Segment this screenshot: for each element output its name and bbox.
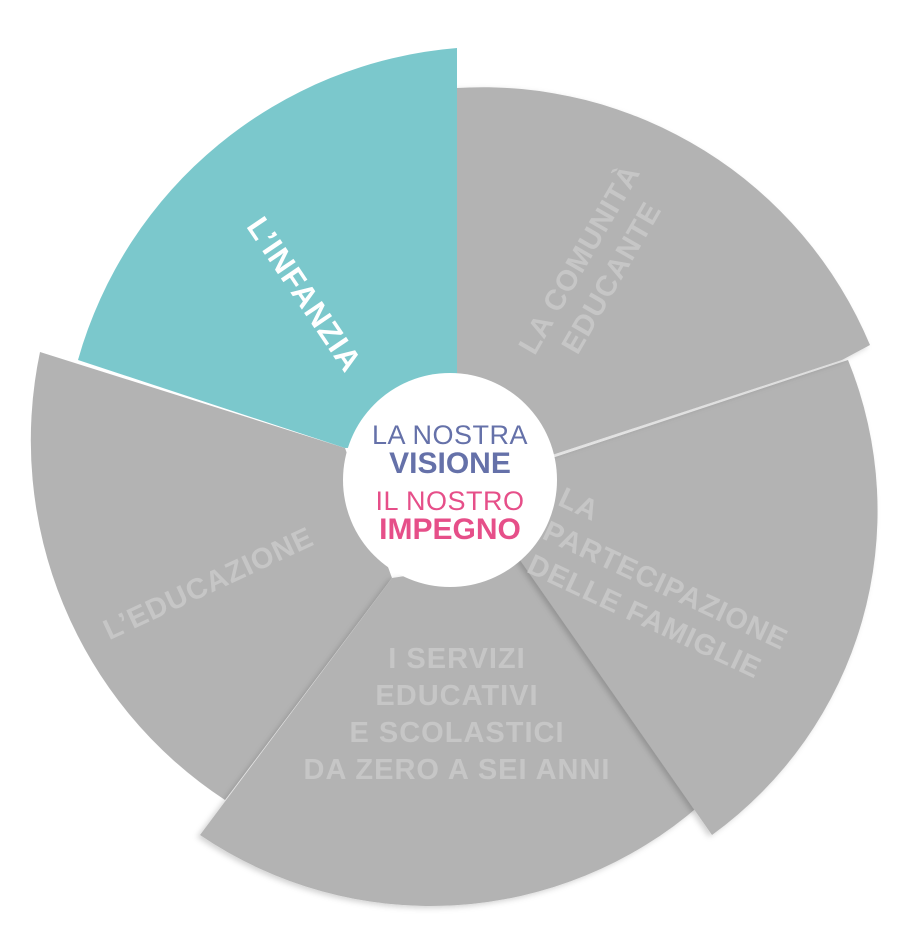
sector-comunita-educante[interactable]	[457, 87, 870, 471]
vision-line2: VISIONE	[389, 447, 511, 480]
sector-partecipazione-famiglie[interactable]	[520, 360, 878, 835]
vision-line1: LA NOSTRA	[371, 420, 529, 450]
label-line: I SERVIZI	[388, 643, 526, 675]
commitment-line1: IL NOSTRO	[375, 486, 525, 516]
label-line: DA ZERO A SEI ANNI	[303, 754, 611, 786]
sector-servizi-educativi[interactable]	[200, 558, 700, 906]
sector-infanzia[interactable]	[78, 48, 457, 448]
label-line: E SCOLASTICI	[349, 717, 565, 749]
label-servizi-educativi: I SERVIZI EDUCATIVI E SCOLASTICI DA ZERO…	[257, 641, 657, 789]
commitment-line2: IMPEGNO	[379, 513, 521, 546]
label-line: EDUCATIVI	[375, 680, 539, 712]
center-badge: LA NOSTRA VISIONE IL NOSTRO IMPEGNO	[343, 373, 557, 587]
sector-educazione[interactable]	[30, 352, 393, 800]
